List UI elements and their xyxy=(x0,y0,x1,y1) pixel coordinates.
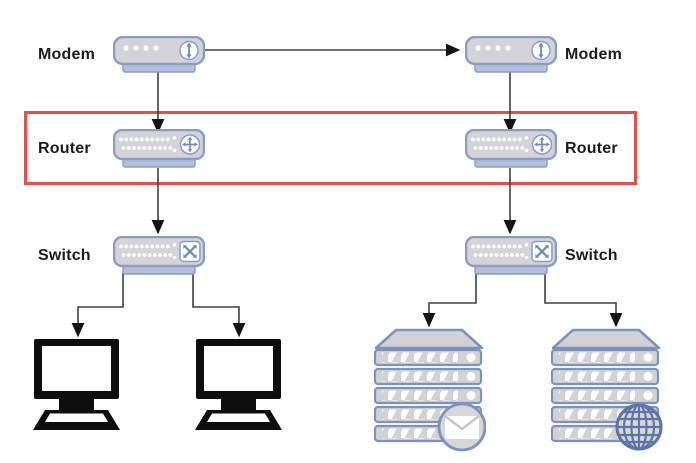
endpoint-pc-2 xyxy=(195,338,283,438)
modem-icon xyxy=(465,36,557,73)
router-right-label: Router xyxy=(565,139,618,157)
modem-left-label: Modem xyxy=(38,45,95,63)
switch-icon xyxy=(113,236,205,275)
mail-badge-icon xyxy=(437,402,487,452)
modem-right-label: Modem xyxy=(565,45,622,63)
globe-badge-icon xyxy=(615,403,663,451)
link-switchR-webserver xyxy=(544,273,623,328)
link-switchL-pc1 xyxy=(71,273,124,338)
switch-icon xyxy=(465,236,557,275)
link-switchL-pc2 xyxy=(192,273,246,338)
highlight-box xyxy=(24,111,637,185)
router-icon xyxy=(113,129,205,168)
router-icon xyxy=(465,129,557,168)
mail-server-icon xyxy=(373,328,487,452)
node-modem-left: Modem xyxy=(38,36,205,73)
node-router-right: Router xyxy=(465,129,618,168)
node-modem-right: Modem xyxy=(465,36,622,73)
switch-right-label: Switch xyxy=(565,246,618,264)
desktop-computer-icon xyxy=(33,339,120,430)
web-server-icon xyxy=(550,328,663,451)
node-router-left: Router xyxy=(38,129,205,168)
desktop-computer-icon xyxy=(195,339,282,430)
endpoint-server-web xyxy=(550,327,663,457)
link-switchR-mailserver xyxy=(422,273,477,328)
router-left-label: Router xyxy=(38,139,91,157)
modem-icon xyxy=(113,36,205,73)
node-switch-right: Switch xyxy=(465,236,618,275)
switch-left-label: Switch xyxy=(38,246,91,264)
endpoint-server-mail xyxy=(373,327,487,457)
endpoint-pc-1 xyxy=(33,338,121,438)
node-switch-left: Switch xyxy=(38,236,205,275)
